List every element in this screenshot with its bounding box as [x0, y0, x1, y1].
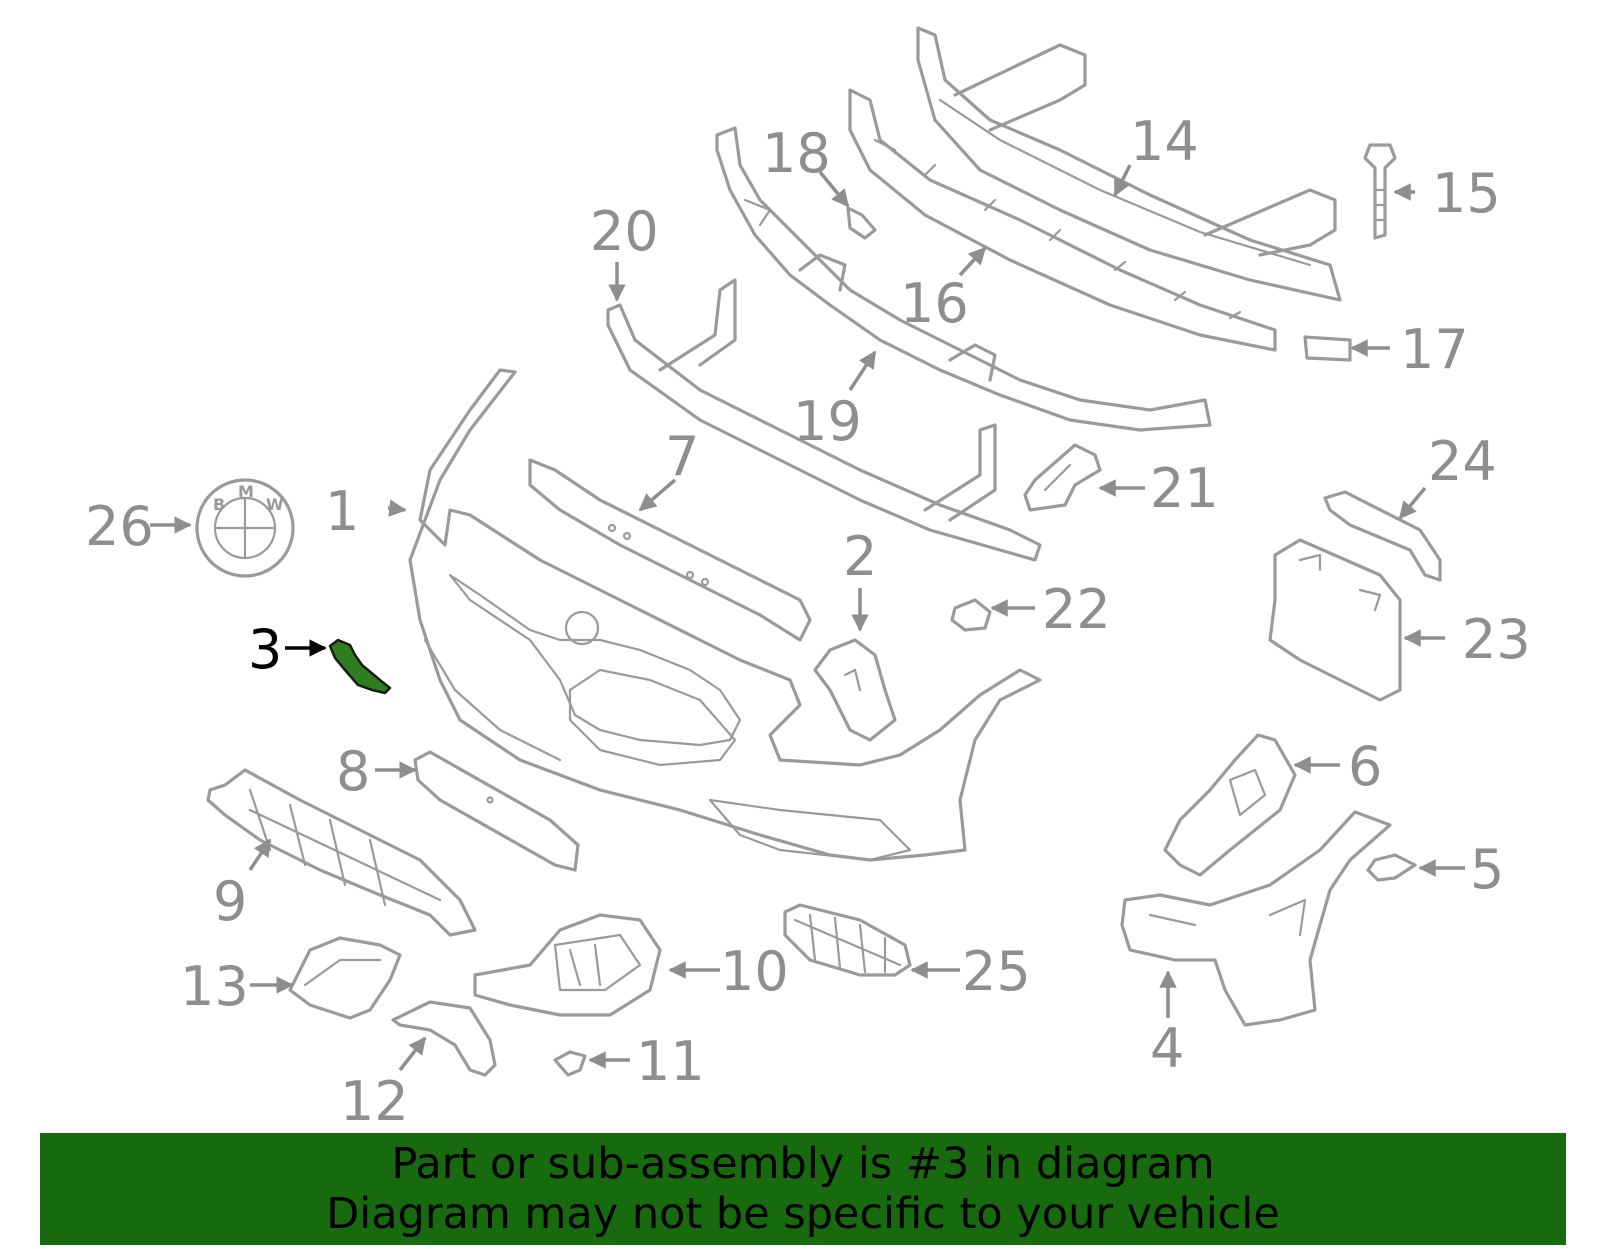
arrow-14	[1113, 164, 1132, 197]
part-8-license-plate-base[interactable]	[413, 750, 580, 872]
label-13[interactable]: 13	[180, 955, 249, 1018]
label-4[interactable]: 4	[1150, 1017, 1184, 1080]
part-5-trim-piece[interactable]	[1366, 853, 1417, 882]
part-21-bracket[interactable]	[1023, 443, 1102, 512]
part-2-bracket[interactable]	[813, 638, 897, 742]
part-14-bumper-reinforcement[interactable]	[916, 26, 1342, 302]
label-19[interactable]: 19	[793, 390, 862, 453]
parts-diagram: B M W 14 15 16 17 18	[85, 26, 1531, 1130]
arrow-16	[958, 246, 987, 277]
part-25-grille-insert[interactable]	[783, 903, 912, 977]
banner-line-1: Part or sub-assembly is #3 in diagram	[391, 1139, 1215, 1189]
label-23[interactable]: 23	[1462, 608, 1531, 671]
label-10[interactable]: 10	[720, 940, 789, 1003]
arrow-1	[387, 499, 407, 517]
part-3-bracket-highlighted[interactable]	[328, 638, 392, 695]
callout-arrows	[150, 164, 1465, 1072]
info-banner: Part or sub-assembly is #3 in diagram Di…	[40, 1133, 1566, 1245]
part-11-clip[interactable]	[553, 1050, 587, 1077]
part-24-bracket[interactable]	[1323, 490, 1442, 582]
label-22[interactable]: 22	[1042, 578, 1111, 641]
part-9-lower-grille[interactable]	[206, 768, 477, 937]
label-21[interactable]: 21	[1150, 457, 1219, 520]
label-24[interactable]: 24	[1428, 430, 1497, 493]
logo-letter-w: W	[266, 495, 284, 514]
arrow-19	[848, 350, 877, 391]
label-20[interactable]: 20	[590, 200, 659, 263]
label-8[interactable]: 8	[336, 740, 370, 803]
part-labels: 14 15 16 17 18 19 20 21 22 23 24 26 1 2 …	[85, 110, 1531, 1130]
arrow-7	[638, 478, 677, 512]
label-17[interactable]: 17	[1400, 318, 1469, 381]
arrow-9	[248, 838, 272, 871]
part-19-absorber[interactable]	[715, 126, 1212, 432]
arrow-24	[1398, 486, 1427, 520]
part-26-bmw-emblem[interactable]: B M W	[195, 478, 295, 578]
label-1[interactable]: 1	[325, 480, 359, 543]
logo-letter-b: B	[213, 495, 225, 514]
part-13-fog-trim[interactable]	[288, 936, 402, 1020]
label-16[interactable]: 16	[900, 272, 969, 335]
banner-line-2: Diagram may not be specific to your vehi…	[326, 1189, 1280, 1239]
label-7[interactable]: 7	[665, 425, 699, 488]
label-9[interactable]: 9	[213, 870, 247, 933]
label-12[interactable]: 12	[340, 1070, 409, 1130]
part-4-wheel-arch-trim[interactable]	[1120, 810, 1392, 1027]
part-7-grille-support[interactable]	[528, 458, 812, 642]
label-15[interactable]: 15	[1432, 162, 1501, 225]
label-18[interactable]: 18	[762, 122, 831, 185]
label-3[interactable]: 3	[248, 618, 282, 681]
part-1-bumper-cover[interactable]	[408, 368, 1042, 862]
label-6[interactable]: 6	[1348, 735, 1382, 798]
part-22-clip[interactable]	[950, 598, 992, 632]
logo-letter-m: M	[238, 482, 254, 501]
label-26[interactable]: 26	[85, 495, 154, 558]
part-12-trim[interactable]	[391, 1000, 497, 1077]
part-17-bracket[interactable]	[1303, 335, 1352, 362]
part-15-bolt[interactable]	[1363, 143, 1397, 240]
label-11[interactable]: 11	[636, 1030, 705, 1093]
part-20-upper-carrier[interactable]	[606, 278, 1042, 562]
part-6-bracket[interactable]	[1163, 733, 1297, 877]
label-14[interactable]: 14	[1130, 110, 1199, 173]
label-5[interactable]: 5	[1470, 838, 1504, 901]
label-25[interactable]: 25	[962, 940, 1031, 1003]
arrow-12	[398, 1036, 427, 1072]
label-2[interactable]: 2	[843, 525, 877, 588]
part-16-energy-absorber[interactable]	[848, 88, 1277, 352]
part-23-radar-bracket[interactable]	[1268, 538, 1402, 702]
part-18-clip[interactable]	[846, 206, 877, 240]
part-10-air-duct[interactable]	[473, 913, 662, 1017]
arrow-18	[818, 170, 850, 208]
